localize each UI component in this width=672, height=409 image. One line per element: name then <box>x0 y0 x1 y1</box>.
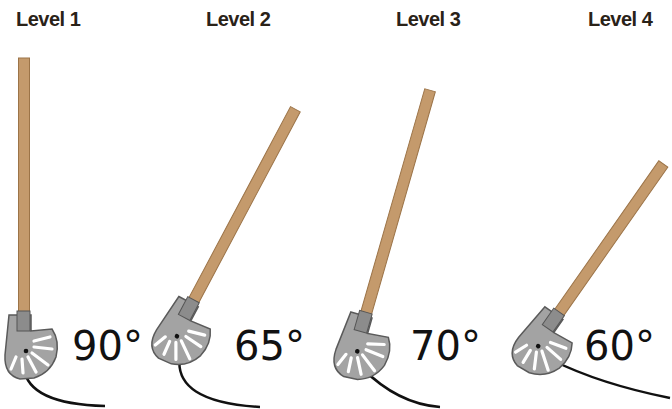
angle-value: 60° <box>584 323 655 369</box>
stick-assembly <box>5 58 57 379</box>
level-heading: Level 2 <box>206 8 270 31</box>
stick-assembly <box>145 100 325 375</box>
level-heading: Level 4 <box>588 8 652 31</box>
stick-assembly <box>505 153 672 387</box>
level-heading: Level 1 <box>16 8 80 31</box>
level-heading: Level 3 <box>396 8 460 31</box>
angle-value: 70° <box>410 323 481 369</box>
angle-value: 90° <box>72 323 143 369</box>
angle-value: 65° <box>234 323 305 369</box>
